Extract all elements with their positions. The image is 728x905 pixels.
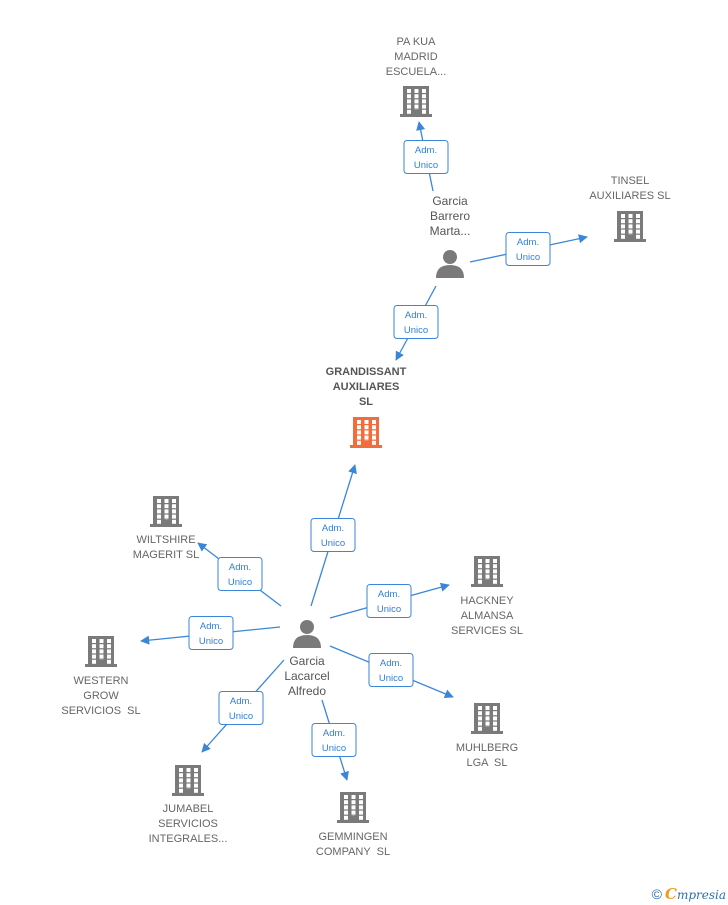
node-label: Barrero xyxy=(430,209,470,223)
edge-label-box[interactable] xyxy=(217,557,263,591)
nodes-layer: PA KUA MADRID ESCUELA... TINSEL AUXILIARES S… xyxy=(61,36,670,858)
edge-label-text: Unico xyxy=(516,252,540,263)
node-label: WESTERN xyxy=(74,675,129,687)
edge-label-text: Unico xyxy=(377,604,401,615)
building-icon[interactable] xyxy=(614,211,646,242)
edge-label-text: Adm. xyxy=(380,658,402,669)
node-label: ESCUELA... xyxy=(386,66,447,78)
node-label: GROW xyxy=(83,690,119,702)
edges-layer: Adm.UnicoAdm.UnicoAdm.UnicoAdm.UnicoAdm.… xyxy=(140,121,588,781)
node-label: MUHLBERG xyxy=(456,742,518,754)
edge-garcia_lacarcel-to-muhlberg[interactable]: Adm. Unico xyxy=(329,645,454,699)
building-icon[interactable] xyxy=(471,556,503,587)
node-label: INTEGRALES... xyxy=(149,833,228,845)
edge-label-text: Adm. xyxy=(415,145,437,156)
node-label: Marta... xyxy=(430,224,471,238)
edge-label-text: Adm. xyxy=(322,523,344,534)
edge-label-text: Unico xyxy=(414,160,438,171)
building-icon[interactable] xyxy=(172,765,204,796)
edge-label-text: Unico xyxy=(228,577,252,588)
edge-label-text: Unico xyxy=(199,636,223,647)
node-label: AUXILIARES SL xyxy=(589,190,670,202)
edge-garcia_lacarcel-to-western[interactable]: Adm. Unico xyxy=(140,616,281,650)
node-label: GEMMINGEN xyxy=(318,831,387,843)
person-icon[interactable] xyxy=(436,250,464,278)
edge-garcia_barrero-to-grandissant[interactable]: Adm. Unico xyxy=(393,285,439,361)
building-icon[interactable] xyxy=(337,792,369,823)
node-label: SERVICES SL xyxy=(451,625,523,637)
edge-label-box[interactable] xyxy=(505,232,551,266)
building-icon[interactable] xyxy=(350,417,382,448)
edge-label-text: Adm. xyxy=(323,728,345,739)
brand-initial: C xyxy=(664,885,677,903)
company-node-muhlberg[interactable]: MUHLBERG LGA SL xyxy=(456,703,518,769)
node-label: COMPANY SL xyxy=(316,846,390,858)
edge-label-box[interactable] xyxy=(368,653,414,687)
edge-label-box[interactable] xyxy=(310,518,356,552)
edge-garcia_lacarcel-to-jumabel[interactable]: Adm. Unico xyxy=(201,659,285,753)
edge-label-box[interactable] xyxy=(366,584,412,618)
company-node-wiltshire[interactable]: WILTSHIRE MAGERIT SL xyxy=(133,496,199,561)
edge-label-text: Adm. xyxy=(517,237,539,248)
brand-footer: ©Cmpresia xyxy=(652,885,726,903)
company-node-grandissant[interactable]: GRANDISSANT AUXILIARES SL xyxy=(326,366,407,448)
brand-logo[interactable]: Cmpresia xyxy=(664,885,726,903)
building-icon[interactable] xyxy=(85,636,117,667)
edge-garcia_lacarcel-to-wiltshire[interactable]: Adm. Unico xyxy=(197,542,282,607)
edge-label-text: Unico xyxy=(229,711,253,722)
edge-label-text: Adm. xyxy=(405,310,427,321)
building-icon[interactable] xyxy=(471,703,503,734)
edge-label-text: Unico xyxy=(379,673,403,684)
company-node-gemmingen[interactable]: GEMMINGEN COMPANY SL xyxy=(316,792,390,858)
person-node-garcia_barrero[interactable]: GarciaBarreroMarta... xyxy=(430,194,471,278)
company-node-hackney[interactable]: HACKNEY ALMANSA SERVICES SL xyxy=(451,556,523,637)
company-node-western[interactable]: WESTERN GROW SERVICIOS SL xyxy=(61,636,141,717)
edge-label-box[interactable] xyxy=(188,616,234,650)
person-icon[interactable] xyxy=(293,620,321,648)
edge-label-box[interactable] xyxy=(311,723,357,757)
node-label: Garcia xyxy=(432,194,468,208)
edge-label-box[interactable] xyxy=(403,140,449,174)
copyright-symbol: © xyxy=(651,886,662,902)
node-label: WILTSHIRE xyxy=(136,534,195,546)
edge-label-text: Unico xyxy=(322,743,346,754)
node-label: SERVICIOS xyxy=(158,818,218,830)
company-node-tinsel[interactable]: TINSEL AUXILIARES SL xyxy=(589,175,671,242)
edge-label-text: Adm. xyxy=(378,589,400,600)
node-label: Garcia xyxy=(289,654,325,668)
edge-garcia_barrero-to-tinsel[interactable]: Adm. Unico xyxy=(469,232,588,266)
edge-label-box[interactable] xyxy=(393,305,439,339)
node-label: HACKNEY xyxy=(460,595,514,607)
node-label: MAGERIT SL xyxy=(133,549,199,561)
edge-garcia_lacarcel-to-grandissant[interactable]: Adm. Unico xyxy=(310,464,357,607)
node-label: MADRID xyxy=(394,51,437,63)
edge-garcia_lacarcel-to-hackney[interactable]: Adm. Unico xyxy=(329,582,450,619)
node-label: PA KUA xyxy=(397,36,437,48)
edge-label-text: Unico xyxy=(321,538,345,549)
node-label: LGA SL xyxy=(467,757,508,769)
edge-label-box[interactable] xyxy=(218,691,264,725)
edge-garcia_barrero-to-pa_kua[interactable]: Adm. Unico xyxy=(403,121,449,192)
node-label: GRANDISSANT xyxy=(326,366,407,378)
node-label: SERVICIOS SL xyxy=(61,705,140,717)
node-label: JUMABEL xyxy=(163,803,214,815)
node-label: TINSEL xyxy=(611,175,650,187)
edge-label-text: Unico xyxy=(404,325,428,336)
edge-label-text: Adm. xyxy=(200,621,222,632)
brand-name: mpresia xyxy=(676,888,726,902)
node-label: ALMANSA xyxy=(461,610,514,622)
building-icon[interactable] xyxy=(400,86,432,117)
company-node-pa_kua[interactable]: PA KUA MADRID ESCUELA... xyxy=(386,36,447,117)
edge-garcia_lacarcel-to-gemmingen[interactable]: Adm. Unico xyxy=(311,699,357,781)
node-label: Alfredo xyxy=(288,684,326,698)
edge-label-text: Adm. xyxy=(229,562,251,573)
node-label: Lacarcel xyxy=(284,669,329,683)
edge-label-text: Adm. xyxy=(230,696,252,707)
company-node-jumabel[interactable]: JUMABEL SERVICIOS INTEGRALES... xyxy=(149,765,228,845)
building-icon[interactable] xyxy=(150,496,182,527)
node-label: AUXILIARES xyxy=(333,381,400,393)
node-label: SL xyxy=(359,396,373,408)
